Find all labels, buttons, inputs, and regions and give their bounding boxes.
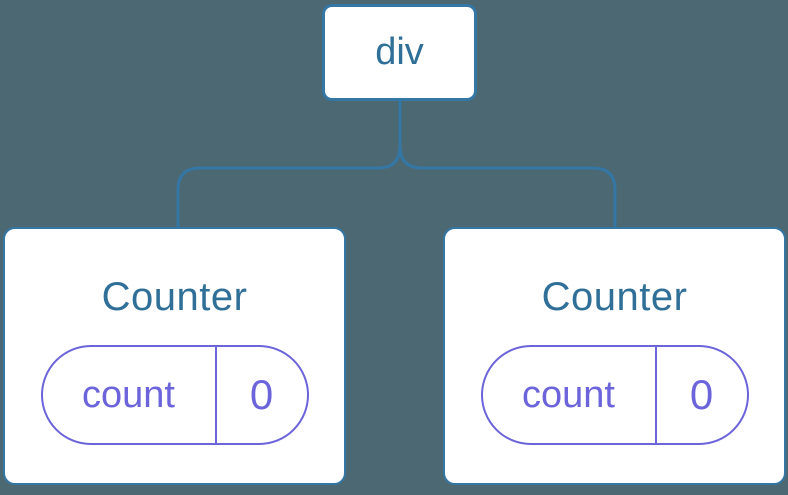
connector-left-branch (176, 101, 402, 227)
state-key-label: count (43, 347, 217, 443)
counter-node-right: Counter count 0 (443, 227, 786, 485)
state-pill: count 0 (40, 345, 309, 445)
counter-node-left: Counter count 0 (3, 227, 346, 485)
connector-right-branch (398, 101, 617, 227)
state-pill: count 0 (480, 345, 749, 445)
root-node-div: div (322, 4, 477, 101)
counter-title: Counter (541, 275, 688, 319)
root-node-label: div (375, 31, 424, 73)
counter-title: Counter (101, 275, 248, 319)
state-value: 0 (249, 371, 274, 418)
state-value: 0 (689, 371, 714, 418)
state-key-label: count (483, 347, 657, 443)
